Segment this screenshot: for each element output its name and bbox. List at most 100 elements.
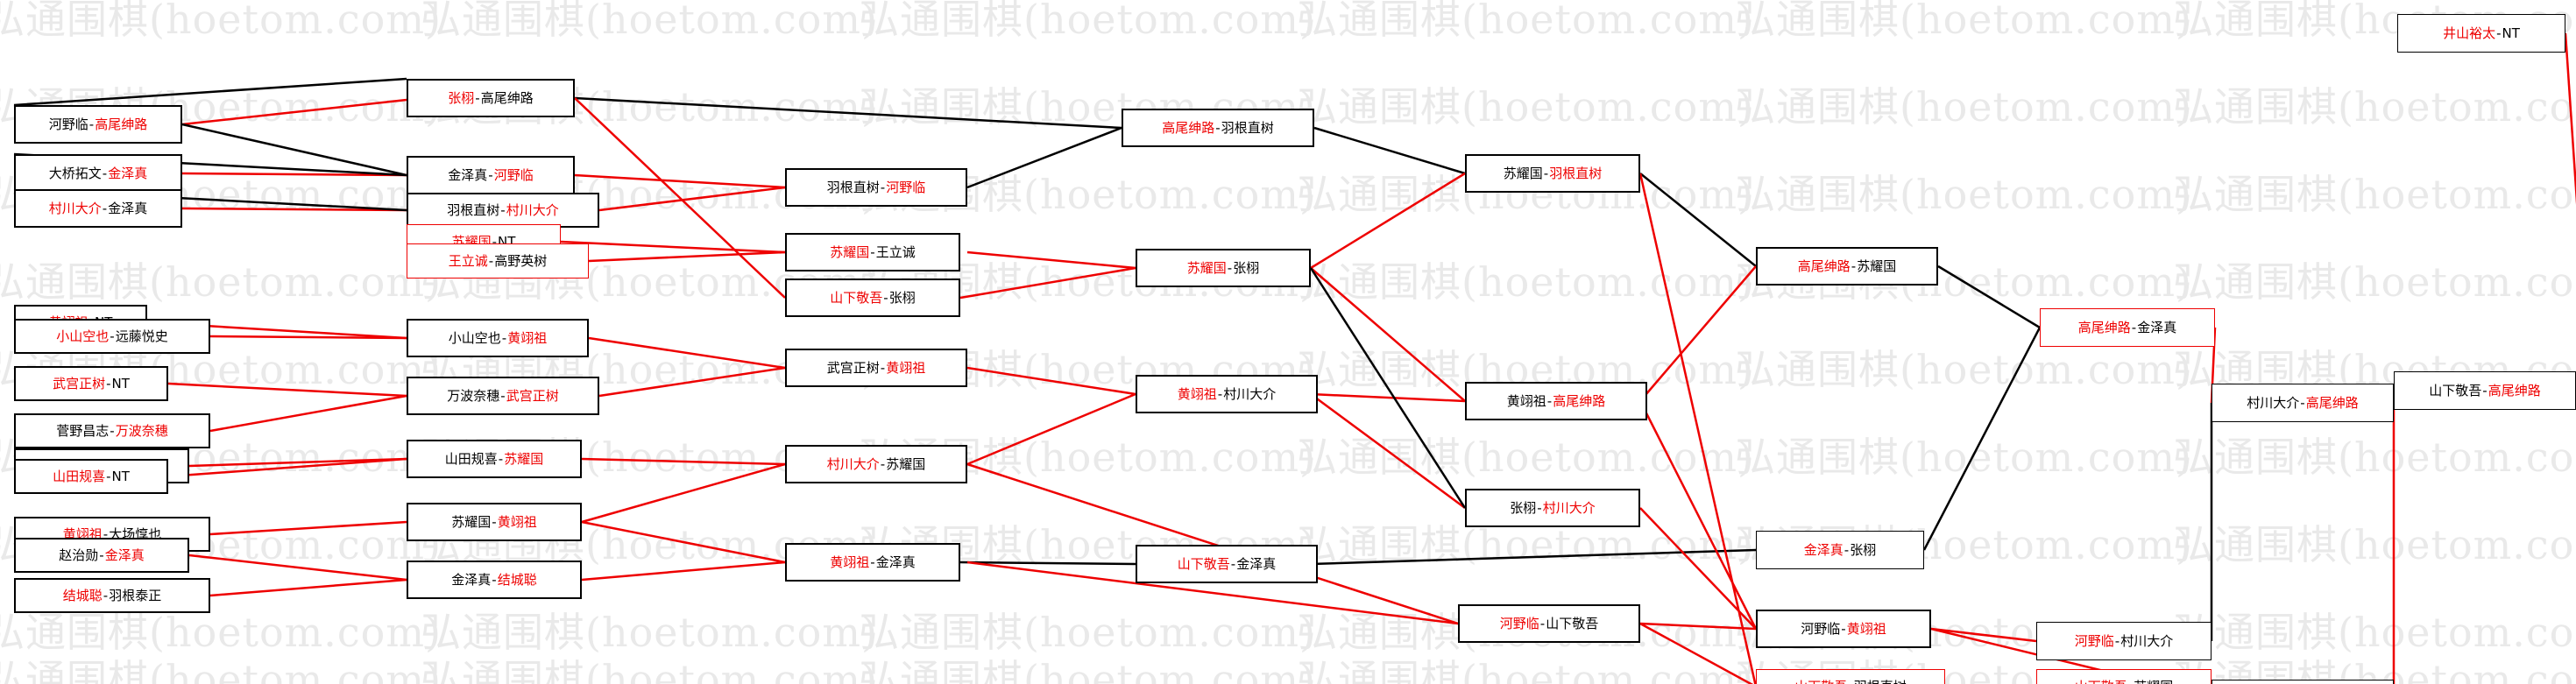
loser-name: 山田规喜 xyxy=(444,450,498,467)
winner-name: 山下敬吾 xyxy=(2075,680,2127,684)
match-node[interactable]: 羽根直树-河野临 xyxy=(785,168,967,207)
match-node[interactable]: 黄翊祖-山下敬吾 xyxy=(2212,680,2394,684)
winner-name: 高尾绅路 xyxy=(1162,119,1215,136)
name-separator: - xyxy=(102,200,108,216)
match-node[interactable]: 金泽真-结城聪 xyxy=(407,561,582,599)
match-node[interactable]: 张栩-村川大介 xyxy=(1465,489,1640,527)
loser-name: 山下敬吾 xyxy=(2429,382,2482,398)
loser-name: 苏耀国 xyxy=(886,455,926,472)
name-separator: - xyxy=(1537,499,1542,516)
loser-name: 赵治勋 xyxy=(59,546,99,563)
match-node[interactable]: 羽根直树-村川大介 xyxy=(407,193,599,228)
match-node[interactable]: 山下敬吾-金泽真 xyxy=(1136,545,1318,583)
loser-name: 金泽真 xyxy=(451,571,492,588)
match-node[interactable]: 黄翊祖-金泽真 xyxy=(785,543,960,582)
match-node[interactable]: 苏耀国-黄翊祖 xyxy=(407,503,582,541)
match-node[interactable]: 河野临-村川大介 xyxy=(2036,622,2212,660)
name-separator: - xyxy=(1543,165,1549,181)
name-separator: - xyxy=(492,571,497,588)
name-separator: - xyxy=(492,233,498,250)
name-separator: - xyxy=(103,587,109,603)
name-separator: - xyxy=(2127,680,2134,684)
match-node[interactable]: 赵治勋-金泽真 xyxy=(14,538,189,573)
loser-name: 金泽真 xyxy=(448,166,488,183)
match-node[interactable]: 王立诚-高野英树 xyxy=(407,243,589,279)
match-node[interactable]: 高尾绅路-羽根直树 xyxy=(1122,109,1314,147)
winner-name: 黄翊祖 xyxy=(497,513,537,530)
winner-name: 金泽真 xyxy=(1803,541,1844,558)
name-separator: - xyxy=(880,359,886,376)
name-separator: - xyxy=(103,525,109,542)
name-separator: - xyxy=(492,513,497,530)
winner-name: 河野临 xyxy=(886,179,926,195)
name-separator: - xyxy=(500,201,506,218)
match-node[interactable]: 金泽真-张栩 xyxy=(1756,531,1924,569)
match-node[interactable]: 大桥拓文-金泽真 xyxy=(14,154,182,193)
name-separator: - xyxy=(500,387,506,404)
name-separator: - xyxy=(1227,259,1233,276)
match-node[interactable]: 张栩-高尾绅路 xyxy=(407,79,575,117)
match-node[interactable]: 河野临-黄翊祖 xyxy=(1756,610,1931,648)
match-node[interactable]: 苏耀国-羽根直树 xyxy=(1465,154,1640,193)
loser-name: 河野临 xyxy=(48,116,88,132)
match-node[interactable]: 村川大介-苏耀国 xyxy=(785,445,967,483)
name-separator: - xyxy=(2131,319,2137,335)
winner-name: 村川大介 xyxy=(1542,499,1596,516)
match-node[interactable]: 黄翊祖-高尾绅路 xyxy=(1465,382,1647,420)
match-node[interactable]: 高尾绅路-苏耀国 xyxy=(1756,247,1938,286)
loser-name: 远藤悦史 xyxy=(115,328,168,344)
loser-name: 村川大介 xyxy=(2247,394,2300,411)
match-node[interactable]: 井山裕太-NT xyxy=(2397,14,2565,53)
loser-name: 羽根直树 xyxy=(826,179,880,195)
loser-name: 山下敬吾 xyxy=(1546,615,1599,631)
loser-name: 小山空也 xyxy=(448,329,501,346)
match-node[interactable]: 结城聪-羽根泰正 xyxy=(14,578,210,613)
winner-name: 村川大介 xyxy=(506,201,559,218)
winner-name: 山下敬吾 xyxy=(1177,555,1230,572)
match-node[interactable]: 山田规喜-苏耀国 xyxy=(407,440,582,478)
match-node[interactable]: 万波奈穗-武宫正树 xyxy=(407,377,599,415)
winner-name: 黄翊祖 xyxy=(62,525,103,542)
name-separator: - xyxy=(88,116,95,132)
winner-name: 苏耀国 xyxy=(1186,259,1227,276)
name-separator: - xyxy=(1546,392,1553,409)
match-node[interactable]: 山下敬吾-羽根直树 xyxy=(1756,669,1945,684)
winner-name: 山田规喜 xyxy=(53,468,106,484)
match-node[interactable]: 高尾绅路-金泽真 xyxy=(2040,308,2215,347)
winner-name: 井山裕太 xyxy=(2443,25,2496,41)
match-node[interactable]: 河野临-高尾绅路 xyxy=(14,105,182,144)
match-node[interactable]: 菅野昌志-万波奈穗 xyxy=(14,413,210,448)
winner-name: 高尾绅路 xyxy=(2488,382,2541,398)
winner-name: 金泽真 xyxy=(104,546,145,563)
name-separator: - xyxy=(2300,394,2305,411)
name-separator: - xyxy=(880,179,886,195)
match-node[interactable]: 黄翊祖-村川大介 xyxy=(1136,375,1318,413)
match-node[interactable]: 金泽真-河野临 xyxy=(407,156,575,194)
name-separator: - xyxy=(1217,385,1223,402)
winner-name: 黄翊祖 xyxy=(1846,620,1886,637)
match-node[interactable]: 河野临-山下敬吾 xyxy=(1458,604,1640,643)
match-node[interactable]: 山田规喜-NT xyxy=(14,459,168,494)
match-node[interactable]: 小山空也-黄翊祖 xyxy=(407,319,589,357)
winner-name: 武宫正树 xyxy=(506,387,559,404)
match-node[interactable]: 苏耀国-张栩 xyxy=(1136,249,1311,287)
match-node[interactable]: 小山空也-远藤悦史 xyxy=(14,319,210,354)
loser-name: 菅野昌志 xyxy=(56,422,110,439)
winner-name: 村川大介 xyxy=(826,455,880,472)
match-node[interactable]: 武宫正树-NT xyxy=(14,366,168,401)
loser-name: 张栩 xyxy=(1510,499,1537,516)
loser-name: 河野临 xyxy=(1801,620,1841,637)
loser-name: 羽根直树 xyxy=(1854,680,1907,684)
loser-name: 羽根直树 xyxy=(447,201,500,218)
match-node[interactable]: 村川大介-金泽真 xyxy=(14,189,182,228)
match-node[interactable]: 山下敬吾-苏耀国 xyxy=(2036,669,2212,684)
name-separator: - xyxy=(498,450,504,467)
match-node[interactable]: 武宫正树-黄翊祖 xyxy=(785,349,967,387)
match-node[interactable]: 山下敬吾-高尾绅路 xyxy=(2394,371,2576,410)
name-separator: - xyxy=(2482,382,2488,398)
match-node[interactable]: 山下敬吾-张栩 xyxy=(785,279,960,317)
winner-name: 河野临 xyxy=(1499,615,1539,631)
match-node[interactable]: 苏耀国-王立诚 xyxy=(785,233,960,271)
loser-name: 张栩 xyxy=(888,289,916,306)
match-node[interactable]: 村川大介-高尾绅路 xyxy=(2212,384,2394,422)
